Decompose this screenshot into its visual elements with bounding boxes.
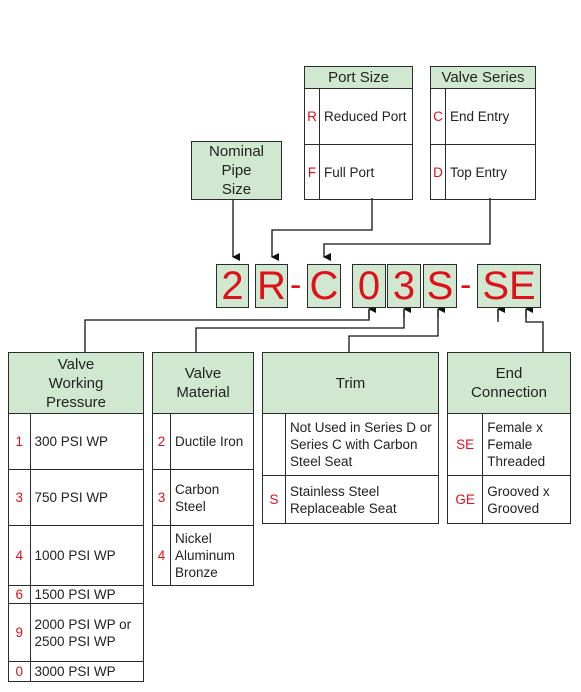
port-size-row: R Reduced Port bbox=[304, 88, 413, 145]
port-size-code: F bbox=[304, 144, 320, 200]
port-size-title: Port Size bbox=[328, 69, 389, 86]
pressure-code: 4 bbox=[8, 525, 31, 586]
valve-series-title: Valve Series bbox=[441, 69, 525, 86]
valve-series-arrow bbox=[323, 198, 491, 261]
pressure-header: Valve Working Pressure bbox=[8, 352, 144, 414]
pressure-label: 1000 PSI WP bbox=[29, 525, 145, 586]
pressure-label: 3000 PSI WP bbox=[29, 661, 145, 682]
port-size-label: Reduced Port bbox=[319, 88, 413, 145]
end-connection-title: End Connection bbox=[471, 365, 547, 401]
valve-series-code: D bbox=[430, 144, 446, 200]
pn-pressure-char: 0 bbox=[352, 264, 386, 308]
pressure-row: 9 2000 PSI WP or 2500 PSI WP bbox=[8, 603, 145, 662]
pn-end-char: SE bbox=[477, 264, 541, 308]
pressure-code: 1 bbox=[8, 413, 31, 470]
material-row: 3 Carbon Steel bbox=[151, 469, 254, 526]
nominal-pipe-size-box: Nominal Pipe Size bbox=[191, 141, 282, 200]
pressure-row: 3 750 PSI WP bbox=[8, 469, 145, 526]
end-connection-label: Female x Female Threaded bbox=[482, 413, 571, 476]
port-size-header: Port Size bbox=[304, 66, 413, 89]
trim-title: Trim bbox=[335, 374, 366, 392]
material-code: 4 bbox=[151, 525, 172, 586]
end-connection-code: GE bbox=[446, 475, 484, 524]
pressure-label: 750 PSI WP bbox=[29, 469, 145, 526]
pn-port-char: R bbox=[255, 264, 288, 308]
valve-series-label: Top Entry bbox=[445, 144, 536, 200]
pressure-row: 0 3000 PSI WP bbox=[8, 661, 145, 682]
end-connection-label: Grooved x Grooved bbox=[482, 475, 571, 524]
end-connection-row: GE Grooved x Grooved bbox=[446, 475, 571, 524]
pressure-title: Valve Working Pressure bbox=[45, 355, 107, 411]
pn-series-char: C bbox=[307, 264, 341, 308]
trim-header: Trim bbox=[262, 352, 439, 414]
material-arrow bbox=[195, 310, 405, 352]
valve-series-row: C End Entry bbox=[430, 88, 536, 145]
trim-arrow bbox=[348, 310, 439, 352]
material-row: 4 Nickel Aluminum Bronze bbox=[151, 525, 254, 586]
material-code: 3 bbox=[151, 469, 172, 526]
end-connection-row: SE Female x Female Threaded bbox=[446, 413, 571, 476]
end-connection-arrow bbox=[525, 310, 544, 352]
pressure-row: 6 1500 PSI WP bbox=[8, 585, 145, 604]
valve-series-header: Valve Series bbox=[430, 66, 536, 89]
trim-code: S bbox=[262, 475, 286, 524]
material-label: Ductile Iron bbox=[170, 413, 254, 470]
pressure-table: 1 300 PSI WP 3 750 PSI WP 4 1000 PSI WP … bbox=[8, 413, 145, 682]
port-size-label: Full Port bbox=[319, 144, 413, 200]
port-size-row: F Full Port bbox=[304, 144, 413, 200]
pressure-code: 3 bbox=[8, 469, 31, 526]
trim-table: Not Used in Series D or Series C with Ca… bbox=[262, 413, 439, 524]
pn-dash: - bbox=[460, 266, 472, 304]
trim-code bbox=[262, 413, 286, 476]
pressure-label: 2000 PSI WP or 2500 PSI WP bbox=[29, 603, 145, 662]
trim-label: Not Used in Series D or Series C with Ca… bbox=[285, 413, 439, 476]
trim-row: S Stainless Steel Replaceable Seat bbox=[262, 475, 439, 524]
port-size-table: R Reduced Port F Full Port bbox=[304, 88, 413, 200]
pressure-label: 1500 PSI WP bbox=[29, 585, 145, 604]
material-table: 2 Ductile Iron 3 Carbon Steel 4 Nickel A… bbox=[151, 413, 254, 586]
end-connection-header: End Connection bbox=[447, 352, 571, 414]
pressure-row: 4 1000 PSI WP bbox=[8, 525, 145, 586]
pressure-label: 300 PSI WP bbox=[29, 413, 145, 470]
trim-row: Not Used in Series D or Series C with Ca… bbox=[262, 413, 439, 476]
pressure-code: 9 bbox=[8, 603, 31, 662]
valve-series-row: D Top Entry bbox=[430, 144, 536, 200]
material-row: 2 Ductile Iron bbox=[151, 413, 254, 470]
valve-series-code: C bbox=[430, 88, 446, 145]
nominal-pipe-size-title: Nominal Pipe Size bbox=[208, 143, 265, 198]
pressure-code: 6 bbox=[8, 585, 31, 604]
port-size-arrow bbox=[271, 198, 373, 261]
port-size-code: R bbox=[304, 88, 320, 145]
pn-dash: - bbox=[290, 266, 302, 304]
pn-size-char: 2 bbox=[216, 264, 249, 308]
material-label: Carbon Steel bbox=[170, 469, 254, 526]
trim-label: Stainless Steel Replaceable Seat bbox=[285, 475, 439, 524]
end-connection-code: SE bbox=[446, 413, 484, 476]
material-title: Valve Material bbox=[176, 365, 230, 401]
pressure-code: 0 bbox=[8, 661, 31, 682]
pressure-row: 1 300 PSI WP bbox=[8, 413, 145, 470]
end-connection-table: SE Female x Female Threaded GE Grooved x… bbox=[446, 413, 571, 524]
valve-series-table: C End Entry D Top Entry bbox=[430, 88, 536, 200]
pn-trim-char: S bbox=[423, 264, 457, 308]
pressure-arrow bbox=[84, 310, 370, 352]
material-header: Valve Material bbox=[152, 352, 254, 414]
material-code: 2 bbox=[151, 413, 172, 470]
valve-series-label: End Entry bbox=[445, 88, 536, 145]
material-label: Nickel Aluminum Bronze bbox=[170, 525, 254, 586]
pn-material-char: 3 bbox=[387, 264, 421, 308]
